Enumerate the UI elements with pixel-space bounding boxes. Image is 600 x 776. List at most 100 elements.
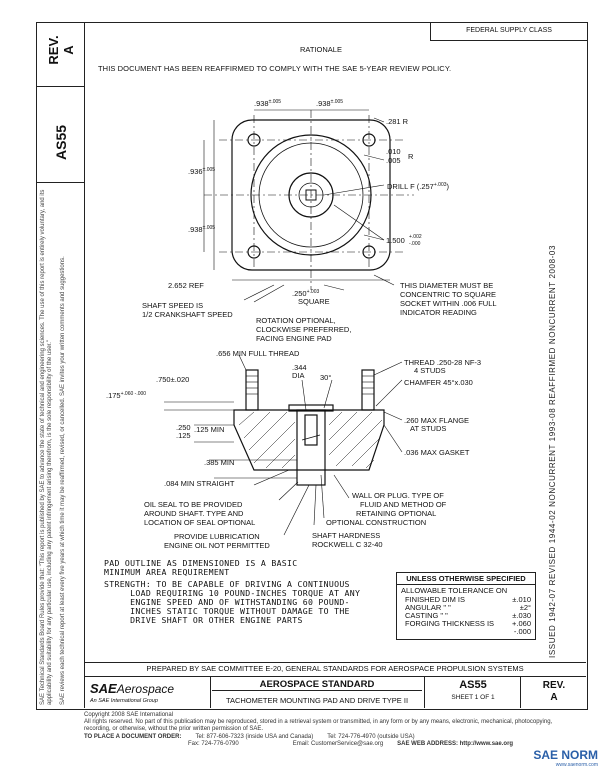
dim-dia: DIA [292,371,305,380]
dim-750: .750 [156,375,171,384]
revision-history: ISSUED 1942-07 REVISED 1944-02 NONCURREN… [548,244,557,658]
sae-logo: SAEAerospace An SAE International Group [90,680,208,708]
full-thread: .656 MIN FULL THREAD [216,349,300,358]
rev-block-top: REV. A [46,22,76,78]
hardness-2: ROCKWELL C 32-40 [312,540,383,549]
concentric-3: SOCKET WITHIN .006 FULL [400,299,497,308]
dim-750-tol: ±.020 [171,375,190,384]
email[interactable]: Email: CustomerService@sae.org [292,741,384,747]
watermark-url: www.saenorm.com [555,762,598,768]
rev-block-footer: REV. A [522,680,586,704]
tolerance-label: ANGULAR " " [405,603,451,612]
oil-seal-3: LOCATION OF SEAL OPTIONAL [144,518,255,527]
pad-outline-note: PAD OUTLINE AS DIMENSIONED IS A BASIC MI… [104,558,298,577]
tolerance-value: ±2° [519,603,531,612]
tolerance-value: ±.010 [512,595,531,604]
left-column [36,22,85,708]
dim-1500-tol-minus: -.000 [409,241,421,247]
brand-tagline: An SAE International Group [90,698,158,704]
order-label: TO PLACE A DOCUMENT ORDER: [84,734,182,740]
dim-936-tol: ±.005 [203,167,216,173]
dim-125-min: .125 MIN [194,425,224,434]
web-address[interactable]: SAE WEB ADDRESS: http://www.sae.org [397,741,514,747]
tolerance-label: FINISHED DIM IS [405,595,466,604]
rule [84,676,586,677]
min-straight: .084 MIN STRAIGHT [164,479,235,488]
tolerance-heading: UNLESS OTHERWISE SPECIFIED [397,573,535,585]
flange-2: AT STUDS [410,424,446,433]
dim-938-vert: .938 [188,225,203,234]
hardness-1: SHAFT HARDNESS [312,531,380,540]
tolerance-label: FORGING THICKNESS IS [405,619,495,628]
concentric-4: INDICATOR READING [400,308,477,317]
engineering-drawing: .938±.005 .938±.005 .281 R .010 .005 R D… [106,99,497,550]
dim-1500-tol-plus: +.002 [409,234,422,240]
chamfer: CHAMFER 45°x.030 [404,378,473,387]
housing [233,409,385,471]
tolerance-row: -.000 [397,628,535,636]
dim-938-right-tol: ±.005 [331,99,344,105]
lube-1: PROVIDE LUBRICATION [174,532,260,541]
tolerance-row: ANGULAR " " ±2° [397,604,535,612]
watermark: SAE NORM www.saenorm.com [512,748,598,768]
fine-print-1: Copyright 2008 SAE International [84,712,174,718]
square-socket-section [304,414,318,446]
tolerance-row: CASTING " "±.030 [397,612,535,620]
dim-r-suffix: R [408,152,414,161]
copyright-line-1: SAE Technical Standards Board Rules prov… [40,189,53,705]
tel-2: Tel: 724-776-4970 (outside USA) [327,734,415,740]
shaft-speed-1: SHAFT SPEED IS [142,301,203,310]
svg-text:.938±.005: .938±.005 [188,225,215,234]
dim-250b: .250 [176,423,191,432]
drive-shaft [296,409,326,486]
svg-text:.938±.005: .938±.005 [316,99,343,108]
rule [36,86,84,87]
svg-text:.250+.003: .250+.003 [292,289,319,298]
tolerance-row: FINISHED DIM IS ±.010 [397,596,535,604]
svg-text:.175+.060 -.000: .175+.060 -.000 [106,391,146,400]
copyright-notice: SAE Technical Standards Board Rules prov… [40,185,67,705]
tolerance-label: CASTING " " [405,611,448,620]
oil-seal-1: OIL SEAL TO BE PROVIDED [144,500,243,509]
dim-938-left: .938 [254,99,269,108]
dim-938-left-tol: ±.005 [269,99,282,105]
rule [212,690,422,691]
dim-125b: .125 [176,431,191,440]
drill-tol: +.003 [434,182,447,188]
tolerance-row: FORGING THICKNESS IS +.060 [397,620,535,628]
thread-2: 4 STUDS [414,366,446,375]
rev-label: REV. [46,35,61,65]
dim-936: .936 [188,167,203,176]
svg-text:.936±.005: .936±.005 [188,167,215,176]
dim-010: .010 [386,147,401,156]
wall-1: WALL OR PLUG. TYPE OF [352,491,444,500]
lube-2: ENGINE OIL NOT PERMITTED [164,541,270,550]
dim-250: .250 [292,289,307,298]
dim-938-vert-tol: ±.005 [203,225,216,231]
brand-aerospace: Aerospace [116,682,175,696]
dim-938-right: .938 [316,99,331,108]
dim-2652: 2.652 REF [168,281,204,290]
standard-title: AEROSPACE STANDARD [259,679,375,690]
svg-text:DRILL F (.257+.003): DRILL F (.257+.003) [387,182,450,191]
federal-supply-class: FEDERAL SUPPLY CLASS [430,22,587,41]
watermark-text: SAE NORM [533,748,598,762]
doc-title: TACHOMETER MOUNTING PAD AND DRIVE TYPE I… [225,696,409,705]
optional-construction: OPTIONAL CONSTRUCTION [326,518,426,527]
rationale-text: THIS DOCUMENT HAS BEEN REAFFIRMED TO COM… [98,64,452,73]
rule [84,662,586,663]
dim-square: SQUARE [298,297,330,306]
dim-344: .344 [292,363,307,372]
rev-label-footer: REV. [542,680,566,691]
pilot [288,404,334,412]
tolerance-value: +.060 [512,619,531,628]
fax: Fax: 724-776-0790 [188,741,239,747]
page-frame [36,22,588,710]
rule [520,676,521,708]
drill-value: (.257 [417,182,434,191]
drill-label: DRILL F [387,182,415,191]
concentric-1: THIS DIAMETER MUST BE [400,281,493,290]
dim-005: .005 [386,156,401,165]
tel-1: Tel: 877-606-7323 (inside USA and Canada… [195,734,314,740]
rotation-2: CLOCKWISE PREFERRED, [256,325,351,334]
